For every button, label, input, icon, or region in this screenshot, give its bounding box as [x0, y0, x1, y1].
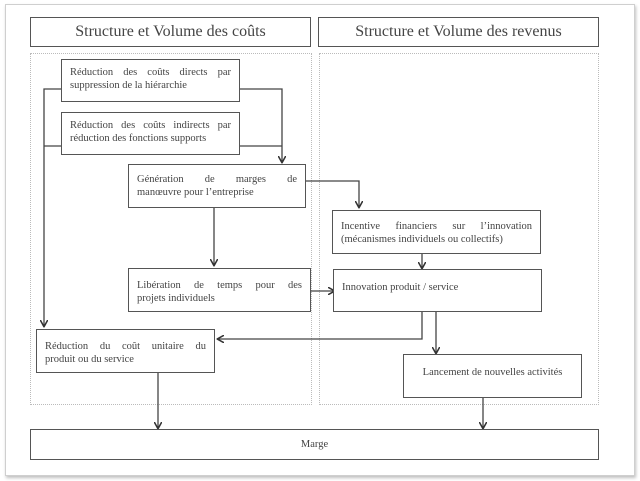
box-incentives: Incentive financiers sur l’innovation (m…	[332, 210, 541, 254]
box-direct-costs-line1: Réduction des coûts directs par	[70, 67, 231, 78]
box-time-release-line2: projets individuels	[137, 293, 215, 304]
box-unit-cost-line1: Réduction du coût unitaire du	[45, 341, 206, 352]
connector-left-rail	[44, 88, 62, 326]
header-costs-label: Structure et Volume des coûts	[75, 23, 266, 40]
box-indirect-costs: Réduction des coûts indirects par réduct…	[61, 112, 240, 155]
box-time-release-line1: Libération de temps pour des	[137, 280, 302, 291]
connector-direct-to-generation	[239, 88, 282, 162]
box-indirect-costs-line2: réduction des fonctions supports	[70, 133, 207, 144]
box-margin: Marge	[30, 429, 599, 460]
box-new-activities-line1: Lancement de nouvelles activités	[422, 367, 563, 378]
box-margin-generation-line2: manœuvre pour l’entreprise	[137, 187, 254, 198]
header-costs: Structure et Volume des coûts	[30, 17, 311, 47]
header-revenues-label: Structure et Volume des revenus	[355, 23, 562, 40]
box-margin-label: Marge	[300, 439, 329, 450]
box-direct-costs: Réduction des coûts directs par suppress…	[61, 59, 240, 102]
box-unit-cost: Réduction du coût unitaire du produit ou…	[36, 329, 215, 373]
box-new-activities: Lancement de nouvelles activités	[403, 354, 582, 398]
connector-generation-to-incentive	[306, 180, 359, 207]
box-incentives-line2: (mécanismes individuels ou collectifs)	[341, 234, 503, 245]
zone-revenues	[319, 53, 599, 405]
box-indirect-costs-line1: Réduction des coûts indirects par	[70, 120, 231, 131]
box-time-release: Libération de temps pour des projets ind…	[128, 268, 311, 312]
box-innovation: Innovation produit / service	[333, 269, 542, 312]
box-margin-generation-line1: Génération de marges de	[137, 174, 297, 185]
box-innovation-line1: Innovation produit / service	[342, 282, 459, 293]
zone-costs	[30, 53, 312, 405]
connector-innovation-to-unit-cost	[218, 312, 423, 339]
box-incentives-line1: Incentive financiers sur l’innovation	[341, 221, 532, 232]
box-unit-cost-line2: produit ou du service	[45, 354, 134, 365]
box-direct-costs-line2: suppression de la hiérarchie	[70, 80, 187, 91]
box-margin-generation: Génération de marges de manœuvre pour l’…	[128, 164, 306, 208]
header-revenues: Structure et Volume des revenus	[318, 17, 599, 47]
